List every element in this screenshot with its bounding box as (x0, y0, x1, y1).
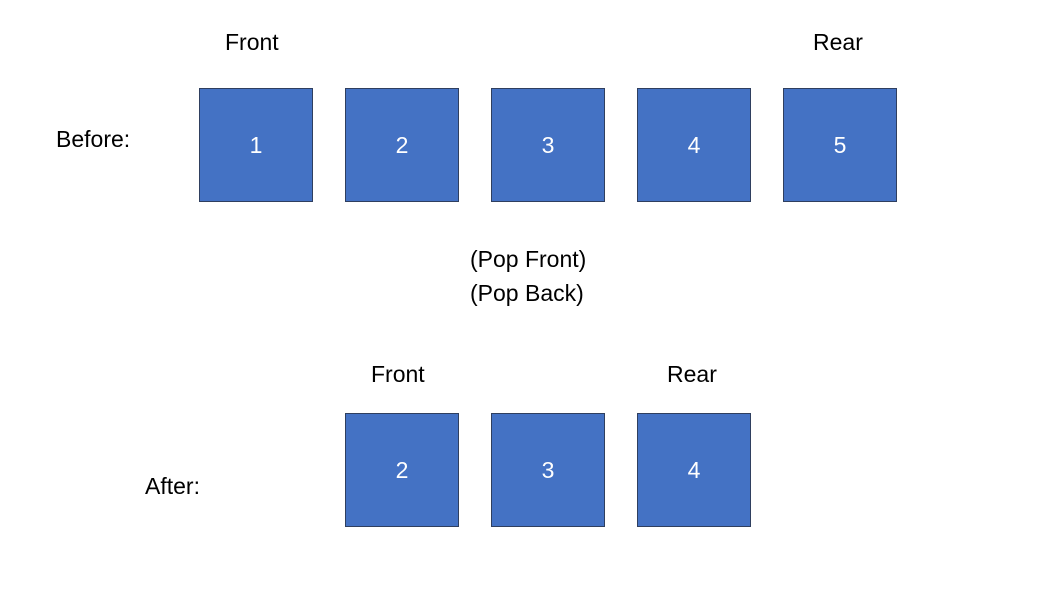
deque-item-after: 2 (345, 413, 459, 527)
front-label-after: Front (371, 361, 425, 387)
deque-item-before: 2 (345, 88, 459, 202)
after-row-label: After: (145, 473, 200, 499)
deque-item-after: 3 (491, 413, 605, 527)
deque-item-before: 1 (199, 88, 313, 202)
operation-pop-back: (Pop Back) (470, 280, 584, 306)
deque-item-before: 3 (491, 88, 605, 202)
rear-label-after: Rear (667, 361, 717, 387)
deque-item-before: 4 (637, 88, 751, 202)
front-label-before: Front (225, 29, 279, 55)
operation-pop-front: (Pop Front) (470, 246, 587, 272)
rear-label-before: Rear (813, 29, 863, 55)
deque-item-after: 4 (637, 413, 751, 527)
before-row-label: Before: (56, 126, 131, 152)
deque-item-before: 5 (783, 88, 897, 202)
